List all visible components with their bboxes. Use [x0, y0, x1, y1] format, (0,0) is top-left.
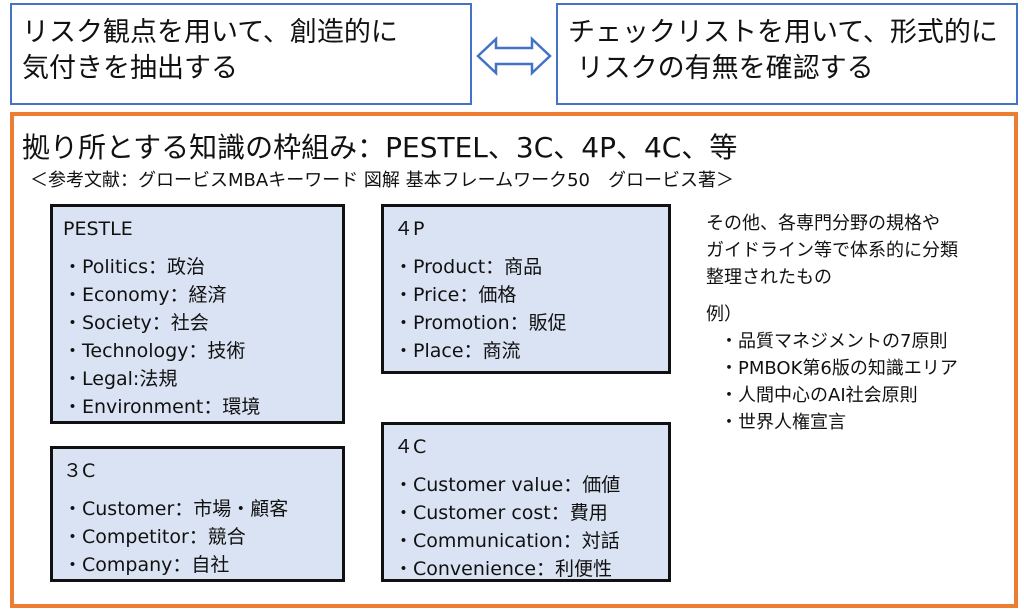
pestle-card: PESTLE ・Politics：政治 ・Economy：経済 ・Society…	[50, 204, 345, 424]
card-item: ・Customer：市場・顧客	[63, 498, 289, 520]
checklist-box: チェックリストを用いて、形式的に リスクの有無を確認する	[556, 3, 1018, 105]
box-line: 気付きを抽出する	[22, 53, 238, 84]
card-item: ・Promotion：販促	[394, 312, 567, 334]
card-heading: ４C	[394, 436, 427, 458]
card-item: ・Legal:法規	[63, 368, 178, 390]
three-c-card: ３C ・Customer：市場・顧客 ・Competitor：競合 ・Compa…	[50, 446, 345, 582]
box-line: リスク観点を用いて、創造的に	[22, 17, 398, 48]
card-item: ・Convenience：利便性	[394, 558, 613, 580]
card-item: ・Communication：対話	[394, 530, 620, 552]
box-line: チェックリストを用いて、形式的に	[568, 17, 998, 48]
four-p-card: ４P ・Product：商品 ・Price：価格 ・Promotion：販促 ・…	[381, 204, 671, 374]
card-item: ・Price：価格	[394, 284, 517, 306]
card-heading: PESTLE	[63, 218, 133, 240]
note-line: その他、各専門分野の規格や	[706, 213, 940, 234]
other-frameworks-note: その他、各専門分野の規格や ガイドライン等で体系的に分類 整理されたもの 例） …	[706, 210, 958, 436]
card-item: ・Technology：技術	[63, 340, 246, 362]
four-c-card: ４C ・Customer value：価値 ・Customer cost：費用 …	[381, 422, 671, 582]
card-item: ・Company：自社	[63, 554, 230, 576]
creative-risk-box: リスク観点を用いて、創造的に 気付きを抽出する	[10, 3, 472, 105]
card-item: ・Customer value：価値	[394, 474, 621, 496]
example-item: ・品質マネジメントの7原則	[720, 331, 948, 352]
card-item: ・Politics：政治	[63, 256, 206, 278]
card-item: ・Competitor：競合	[63, 526, 246, 548]
card-heading: ４P	[394, 218, 425, 240]
framework-panel	[10, 112, 1018, 608]
example-item: ・人間中心のAI社会原則	[720, 385, 918, 406]
double-arrow-icon	[476, 36, 552, 76]
reference-text: ＜参考文献：グロービスMBAキーワード 図解 基本フレームワーク50 グロービス…	[30, 170, 734, 191]
card-item: ・Environment：環境	[63, 396, 261, 418]
example-item: ・PMBOK第6版の知識エリア	[720, 358, 958, 379]
note-line: 整理されたもの	[706, 267, 832, 288]
framework-title: 拠り所とする知識の枠組み：PESTEL、3C、4P、4C、等	[22, 131, 738, 164]
card-item: ・Product：商品	[394, 256, 543, 278]
note-line: ガイドライン等で体系的に分類	[706, 240, 958, 261]
card-item: ・Customer cost：費用	[394, 502, 608, 524]
card-item: ・Place：商流	[394, 340, 521, 362]
box-line: リスクの有無を確認する	[568, 53, 874, 84]
example-label: 例）	[706, 304, 742, 325]
card-heading: ３C	[63, 460, 96, 482]
example-item: ・世界人権宣言	[720, 412, 846, 433]
card-item: ・Society：社会	[63, 312, 209, 334]
card-item: ・Economy：経済	[63, 284, 227, 306]
